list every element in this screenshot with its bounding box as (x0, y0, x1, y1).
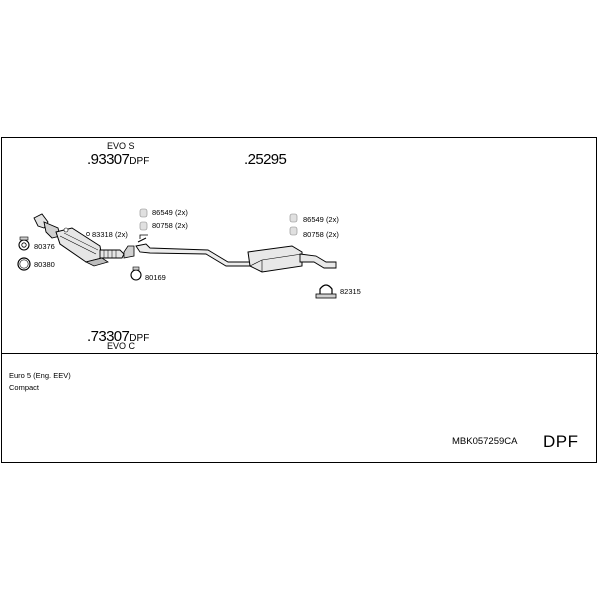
part-label-bracket-2: 80758 (2x) (152, 221, 188, 230)
front-part-number: .93307DPF (87, 151, 150, 168)
part-label-mid-clamp: 80169 (145, 273, 166, 282)
part-label-rear-bracket-2: 80758 (2x) (303, 230, 339, 239)
dpf-badge: DPF (543, 432, 579, 451)
middle-pipe-icon (135, 234, 255, 267)
kit-code: MBK057259CA (452, 436, 518, 447)
clamp-ring-icon (18, 236, 30, 251)
rear-variant-label: EVO C (107, 341, 136, 351)
part-label-bracket-1: 86549 (2x) (152, 208, 188, 217)
u-bolt-clamp-icon (315, 284, 337, 299)
gasket-ring-icon (17, 257, 31, 271)
part-label-clamp: 80376 (34, 242, 55, 251)
dpf-catalyst-icon (33, 213, 109, 267)
flex-pipe-icon (99, 245, 135, 259)
pipe-clamp-icon (130, 266, 142, 281)
emission-standard: Euro 5 (Eng. EEV) (9, 371, 71, 380)
diagram-frame (1, 137, 597, 463)
section-divider (1, 353, 598, 354)
front-variant-label: EVO S (107, 141, 135, 151)
rear-muffler-icon (247, 245, 337, 273)
mount-bracket-icon (86, 208, 298, 236)
part-label-rear-clamp: 82315 (340, 287, 361, 296)
part-label-rear-bracket-1: 86549 (2x) (303, 215, 339, 224)
vehicle-class: Compact (9, 383, 40, 392)
rear-part-number: .73307DPF (87, 328, 150, 345)
part-label-gasket: 80380 (34, 260, 55, 269)
middle-part-number: .25295 (244, 151, 287, 168)
part-label-hanger: 83318 (2x) (92, 230, 128, 239)
